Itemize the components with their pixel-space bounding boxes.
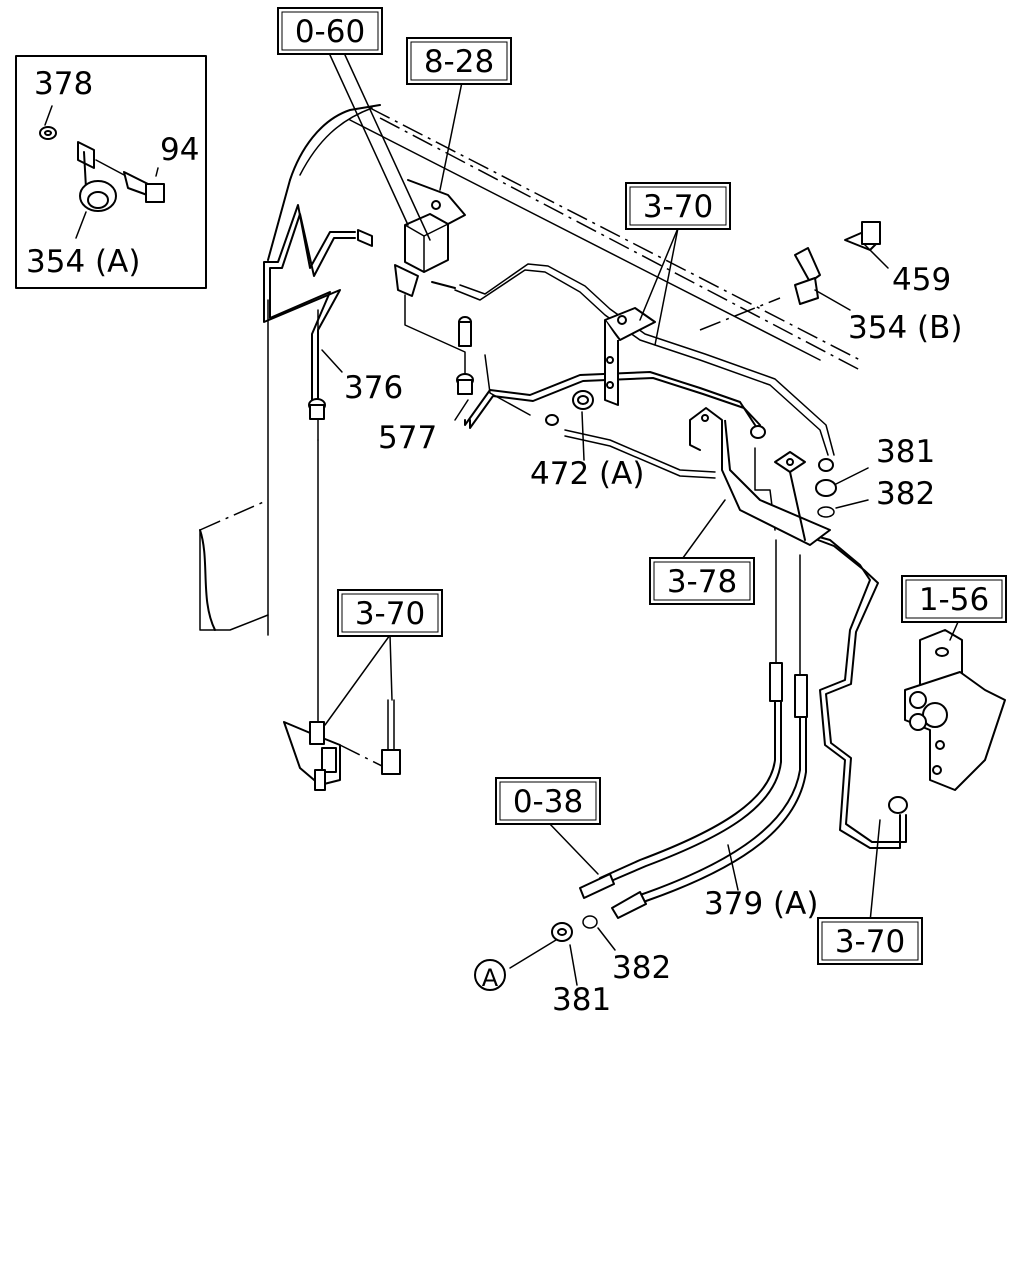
svg-text:3-78: 3-78 <box>667 564 737 600</box>
svg-text:A: A <box>482 964 499 992</box>
part-label-94: 94 <box>160 132 199 168</box>
bracket-3-70-top <box>604 307 656 406</box>
tee-lower-left <box>283 699 401 791</box>
ref-box-8-28: 8-28 <box>406 37 512 85</box>
part-label-577: 577 <box>378 420 437 456</box>
ref-box-0-38: 0-38 <box>495 777 601 825</box>
cab-outline <box>199 104 861 636</box>
part-label-381-top: 381 <box>876 434 935 470</box>
bracket-3-78 <box>689 407 831 546</box>
part-label-381-bottom: 381 <box>552 982 611 1018</box>
part-label-472a: 472 (A) <box>530 456 644 492</box>
hose-379a <box>579 662 808 919</box>
part-label-382-top: 382 <box>876 476 935 512</box>
ref-box-3-70-top: 3-70 <box>625 182 731 230</box>
part-label-354b: 354 (B) <box>848 310 962 346</box>
svg-text:1-56: 1-56 <box>919 582 989 618</box>
svg-text:0-38: 0-38 <box>513 784 583 820</box>
valve-1-56 <box>904 629 1006 791</box>
ref-box-0-60: 0-60 <box>277 7 383 55</box>
svg-text:3-70: 3-70 <box>835 924 905 960</box>
ref-box-3-78: 3-78 <box>649 557 755 605</box>
svg-text:3-70: 3-70 <box>355 596 425 632</box>
part-label-459: 459 <box>892 262 951 298</box>
svg-text:0-60: 0-60 <box>295 14 365 50</box>
part-label-354a: 354 (A) <box>26 244 140 280</box>
svg-text:3-70: 3-70 <box>643 189 713 225</box>
part-label-382-bottom: 382 <box>612 950 671 986</box>
detail-inset <box>15 55 207 289</box>
part-label-378: 378 <box>34 66 93 102</box>
svg-text:8-28: 8-28 <box>424 44 494 80</box>
part-label-376: 376 <box>344 370 403 406</box>
leader-lines <box>321 54 959 986</box>
part-label-379a: 379 (A) <box>704 886 818 922</box>
marker-a: A <box>474 959 506 992</box>
ref-box-1-56: 1-56 <box>901 575 1007 623</box>
ref-box-3-70-bottom: 3-70 <box>817 917 923 965</box>
valve-0-60 <box>357 179 466 297</box>
clip-354b <box>794 221 881 305</box>
ref-box-3-70-left: 3-70 <box>337 589 443 637</box>
fittings <box>308 316 908 942</box>
